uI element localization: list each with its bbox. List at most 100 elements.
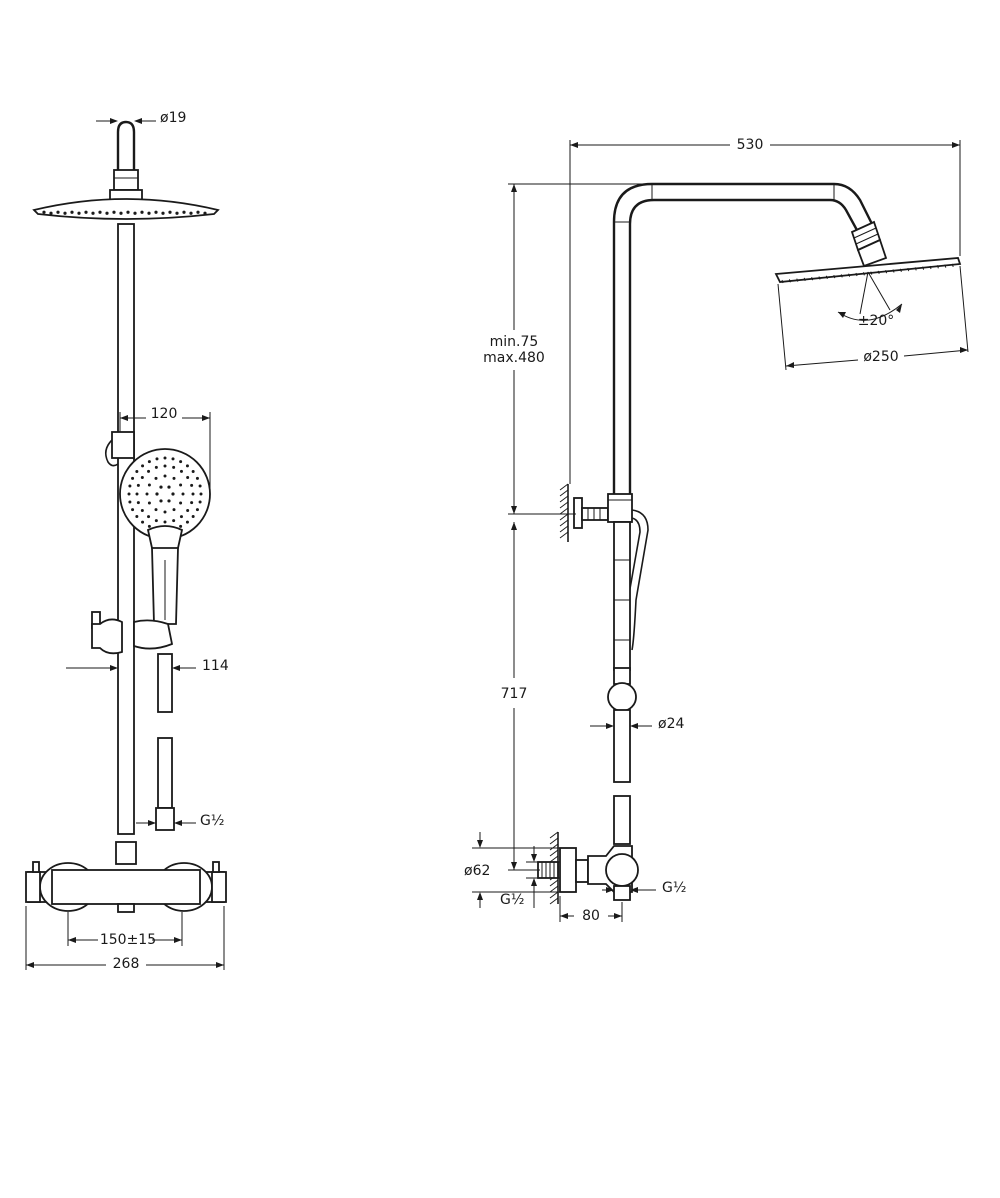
wall-hatch [559,483,569,491]
label-inlet-spacing: 150±15 [100,932,156,948]
nozzle-dot [186,476,190,480]
nozzle-dot [203,211,207,215]
nozzle-tick [870,271,873,275]
nozzle-dot [147,469,151,473]
nozzle-dot [161,211,165,215]
nozzle-dot [189,211,193,215]
nozzle-dot [195,476,199,480]
dim-rosette-diameter: ø62 [464,832,560,908]
nozzle-tick [803,277,806,282]
nozzle-tick [899,268,902,272]
nozzle-dot [147,483,151,487]
nozzle-dot [175,211,179,215]
riser-lower-a [613,521,631,671]
nozzle-dot [56,210,60,214]
dim-riser-diameter: ø24 [590,716,684,732]
nozzle-dot [198,500,202,504]
label-riser-height: 717 [501,686,528,702]
shower-arm-nut [113,169,139,191]
label-rosette-diameter: ø62 [464,863,490,879]
label-mixer-width: 268 [113,956,140,972]
nozzle-tick [781,279,784,284]
riser-lower-c [613,795,631,845]
nozzle-dot [191,514,195,518]
nozzle-dot [182,210,186,214]
head-shower-front [32,198,220,220]
nozzle-tick [855,272,858,277]
dim-pipe-diameter: ø19 [96,110,186,126]
dim-arm-length: 530 [569,137,961,484]
hose-upper [157,653,173,713]
nozzle-dot [49,211,53,215]
nozzle-dot [159,499,163,503]
dim-mixer-width: 268 [25,906,225,972]
nozzle-dot [70,210,74,214]
wall-hatch [559,501,569,509]
dim-thread-right: G½ [602,880,686,896]
shower-arm-outer [612,182,874,496]
nozzle-dot [128,484,132,488]
dim-inlet-thread: G½ [136,813,224,829]
wall-hatch [549,831,559,839]
nozzle-dot [196,210,200,214]
nozzle-dot [179,501,183,505]
nozzle-dot [131,476,135,480]
nozzle-dot [140,508,144,512]
label-adjust-min: min.75 [490,334,539,350]
nozzle-dot [128,500,132,504]
nozzle-tick [833,274,836,279]
slider-knob-side [607,682,637,712]
head-shower-side [774,257,962,284]
nozzle-dot [190,483,194,487]
nozzle-tick [877,270,880,275]
wall-hatch [559,513,569,521]
nozzle-dot [77,211,81,215]
nozzle-dot [154,465,158,469]
dim-adjust-range: min.75 max.480 [483,183,652,515]
nozzle-dot [163,474,167,478]
wall-hatch [559,495,569,503]
riser-pipe-front [117,223,135,835]
label-thread-right: G½ [662,880,686,896]
nozzle-tick [825,275,828,279]
wall-hatch [549,885,559,893]
nozzle-dot [42,210,46,214]
nozzle-tick [951,263,954,268]
label-handshower-width: 120 [151,406,178,422]
nozzle-tick [929,265,932,270]
nozzle-dot [136,483,140,487]
slider-bracket [91,611,174,655]
dim-tilt-angle: ±20° [837,271,903,329]
wall-hatch [559,519,569,527]
nozzle-dot [141,464,145,468]
wall-hatch [559,531,569,539]
nozzle-dot [172,519,176,523]
nozzle-tick [788,279,791,283]
nozzle-tick [862,272,865,276]
nozzle-dot [112,210,116,214]
nozzle-dot [147,211,151,215]
ball-joint [850,220,888,268]
riser-lower-b [613,709,631,783]
hose-lower [157,737,173,809]
nozzle-tick [840,274,843,278]
nozzle-dot [147,460,151,464]
front-view: ø19 120 114 G½ [25,110,229,972]
nozzle-dot [190,501,194,505]
handshower-front [119,448,211,625]
nozzle-tick [796,278,799,282]
label-tilt-angle: ±20° [858,313,895,329]
nozzle-dot [163,510,167,514]
nozzle-dot [136,501,140,505]
wall-hatch [549,879,559,887]
riser-connector [613,667,631,685]
dim-head-diameter: ø250 [777,265,969,371]
thermostatic-mixer [25,861,227,913]
nozzle-dot [163,456,167,460]
nozzle-dot [186,508,190,512]
nozzle-dot [98,210,102,214]
nozzle-dot [191,492,195,496]
nozzle-dot [199,492,203,496]
wall-hatch [549,849,559,857]
